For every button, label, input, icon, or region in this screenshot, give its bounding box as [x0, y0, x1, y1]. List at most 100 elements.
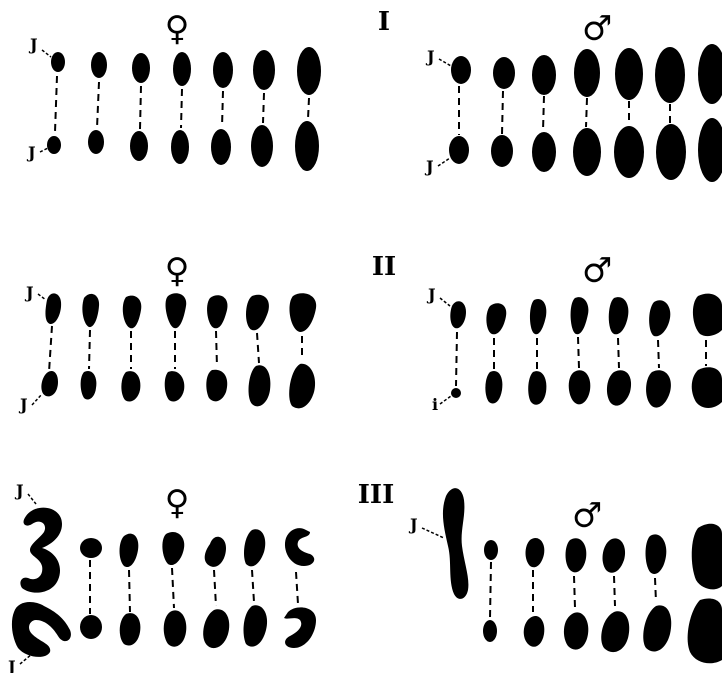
chromosome-6-bottom — [251, 125, 273, 167]
chromosome-1-top — [45, 293, 61, 324]
chromosome-6-top — [246, 295, 269, 331]
chromosome-2-bottom — [491, 135, 513, 167]
row-1-male-top-label: J — [425, 47, 435, 66]
chromosome-6-top — [253, 50, 275, 90]
chromosome-7-top — [693, 294, 722, 336]
chromosome-3-bottom — [524, 616, 545, 647]
chromosome-2-top — [91, 52, 107, 78]
chromosome-6-bottom — [643, 605, 671, 651]
chromosome-3-bottom — [528, 371, 546, 405]
chromosome-1-bottom — [41, 371, 58, 396]
chromosome-4-top — [571, 297, 589, 334]
chromosome-4-bottom — [564, 612, 588, 649]
chromosome-7-bottom — [289, 364, 315, 409]
label-leader — [422, 528, 444, 538]
label-leader — [32, 394, 42, 405]
label-leader — [28, 494, 36, 504]
chromosome-6-top — [655, 47, 685, 103]
chromosome-7-top — [289, 293, 316, 332]
chromosome-5-bottom — [206, 370, 227, 402]
chromosome-4-top — [173, 52, 191, 86]
label-leader — [439, 59, 451, 66]
chromosome-4-top — [566, 538, 587, 572]
chromosome-5-bottom — [203, 609, 229, 648]
row-3-female-top-label: J — [14, 481, 24, 500]
chromosome-2-bottom — [88, 130, 104, 154]
chromosome-4-bottom — [165, 371, 185, 401]
label-leader — [40, 148, 48, 152]
chromosome-6-top — [649, 300, 670, 336]
chromosome-5-bottom — [601, 611, 629, 652]
row-3-female-bottom-label: J — [6, 657, 16, 673]
chromosome-1-top — [51, 52, 65, 72]
chromosome-4-top — [574, 49, 600, 97]
male-symbol-icon: ♂ — [572, 496, 602, 536]
chromosome-4-bottom — [573, 128, 601, 176]
chromosome-7-top — [297, 47, 321, 95]
female-symbol-icon: ♀ — [165, 251, 190, 291]
pairing-lines — [49, 326, 302, 372]
label-leader — [440, 396, 451, 404]
row-1-female-top-label: J — [28, 35, 38, 54]
row-numeral-1: I — [378, 7, 390, 37]
chromosome-7-top — [285, 528, 314, 566]
male-symbol-icon: ♂ — [582, 251, 612, 291]
chromosome-2-top — [493, 57, 515, 89]
chromosome-4-bottom — [569, 370, 591, 404]
chromosome-5-bottom — [607, 370, 631, 405]
chromosome-5-top — [207, 295, 227, 328]
chromosome-5-top — [205, 537, 226, 567]
chromosome-7-top — [692, 524, 722, 590]
chromosome-6-bottom — [646, 370, 671, 407]
row-2-female-top-label: J — [24, 283, 34, 302]
label-leader — [42, 50, 51, 57]
chromosome-5-bottom — [614, 126, 644, 178]
chromosome-5-top — [213, 52, 233, 88]
chromosome-1-bottom — [449, 136, 469, 164]
chromosome-4-bottom — [164, 610, 187, 646]
chromosome-1-top — [450, 301, 466, 328]
chromosome-6-top — [646, 534, 667, 574]
chromosome-7-top — [698, 44, 722, 104]
chromosome-3-top — [530, 299, 546, 334]
pairing-lines — [90, 560, 298, 614]
label-leader — [38, 294, 46, 300]
chromosome-3-top — [526, 538, 545, 567]
row-1-male-bottom-label: J — [424, 157, 434, 176]
chromosome-3-bottom — [532, 132, 556, 172]
row-2-male-bottom-label: i — [432, 395, 438, 414]
chromosome-3-bottom — [120, 613, 141, 645]
row-1-female-bottom-label: J — [26, 143, 36, 162]
row-2-female-bottom-label: J — [18, 395, 28, 414]
row-2-male-top-label: J — [426, 285, 436, 304]
chromosome-3-top — [132, 53, 150, 83]
chromosome-4-top — [162, 532, 184, 565]
chromosome-1 — [443, 488, 468, 599]
chromosome-1-bottom — [12, 602, 71, 657]
chromosome-3-bottom — [121, 371, 140, 401]
chromosome-2-top — [80, 538, 102, 558]
chromosome-7-bottom — [295, 121, 319, 171]
chromosome-3-bottom — [130, 131, 148, 161]
chromosome-5-top — [609, 297, 629, 334]
chromosome-2-bottom — [485, 371, 502, 404]
chromosome-1-top — [451, 56, 471, 84]
chromosome-1-top — [20, 508, 62, 593]
male-symbol-icon: ♂ — [582, 9, 612, 49]
chromosome-1-bottom — [451, 388, 461, 398]
chromosome-3-top — [123, 296, 141, 329]
row-3-male-top-label: J — [408, 515, 418, 534]
chromosome-5-top — [603, 538, 626, 572]
chromosome-6-bottom — [249, 365, 271, 406]
chromosome-2-top — [484, 540, 498, 560]
row-numeral-2: II — [372, 252, 396, 282]
chromosome-2-top — [486, 303, 506, 334]
chromosome-2-bottom — [483, 620, 497, 642]
chromosome-5-top — [615, 48, 643, 100]
chromosome-1-bottom — [47, 136, 61, 154]
label-leader — [440, 298, 450, 306]
female-symbol-icon: ♀ — [165, 9, 190, 49]
chromosome-7-bottom — [692, 367, 722, 408]
chromosome-3-top — [120, 534, 139, 567]
chromosome-4-top — [166, 293, 187, 328]
